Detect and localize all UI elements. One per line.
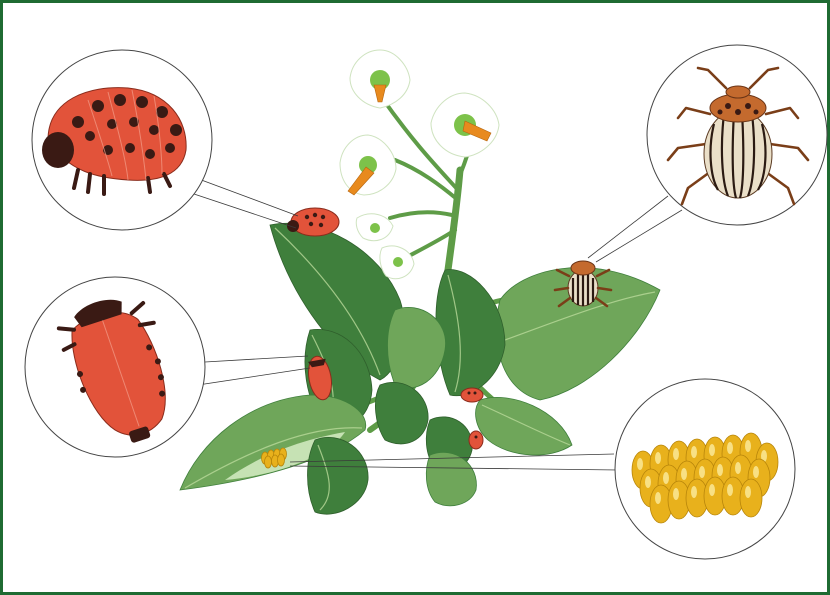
egg-highlight bbox=[745, 440, 751, 452]
flower-bud bbox=[356, 214, 393, 241]
flower bbox=[350, 50, 410, 108]
egg-highlight bbox=[663, 472, 669, 484]
egg-highlight bbox=[637, 458, 643, 470]
egg-highlight bbox=[727, 484, 733, 496]
plant-leaves-front bbox=[180, 395, 476, 514]
egg-highlight bbox=[691, 446, 697, 458]
leaf bbox=[436, 270, 505, 396]
egg-highlight bbox=[709, 444, 715, 456]
egg-highlight bbox=[655, 452, 661, 464]
egg-highlight bbox=[727, 442, 733, 454]
eggs-callout bbox=[615, 379, 795, 559]
egg bbox=[740, 479, 762, 517]
egg-highlight bbox=[681, 468, 687, 480]
leaf bbox=[476, 397, 572, 455]
small-larva bbox=[469, 431, 483, 449]
flower bbox=[340, 135, 396, 195]
larva-callout bbox=[32, 50, 212, 230]
egg-highlight bbox=[753, 466, 759, 478]
potato-plant bbox=[180, 50, 660, 514]
egg-highlight bbox=[673, 448, 679, 460]
pupa-callout bbox=[25, 277, 205, 457]
flower-bud bbox=[380, 246, 414, 279]
egg-highlight bbox=[709, 484, 715, 496]
egg-highlight bbox=[655, 492, 661, 504]
egg-highlight bbox=[645, 476, 651, 488]
leaf bbox=[308, 437, 369, 514]
small-larva bbox=[461, 388, 483, 402]
egg-highlight bbox=[735, 462, 741, 474]
leaf bbox=[375, 382, 428, 444]
leaf bbox=[426, 452, 476, 505]
beetle-callout bbox=[647, 45, 827, 225]
flower bbox=[431, 93, 499, 157]
egg-highlight bbox=[673, 488, 679, 500]
egg-highlight bbox=[717, 464, 723, 476]
egg-highlight bbox=[699, 466, 705, 478]
egg-highlight bbox=[691, 486, 697, 498]
potato-flowers bbox=[340, 50, 499, 279]
egg-highlight bbox=[745, 486, 751, 498]
